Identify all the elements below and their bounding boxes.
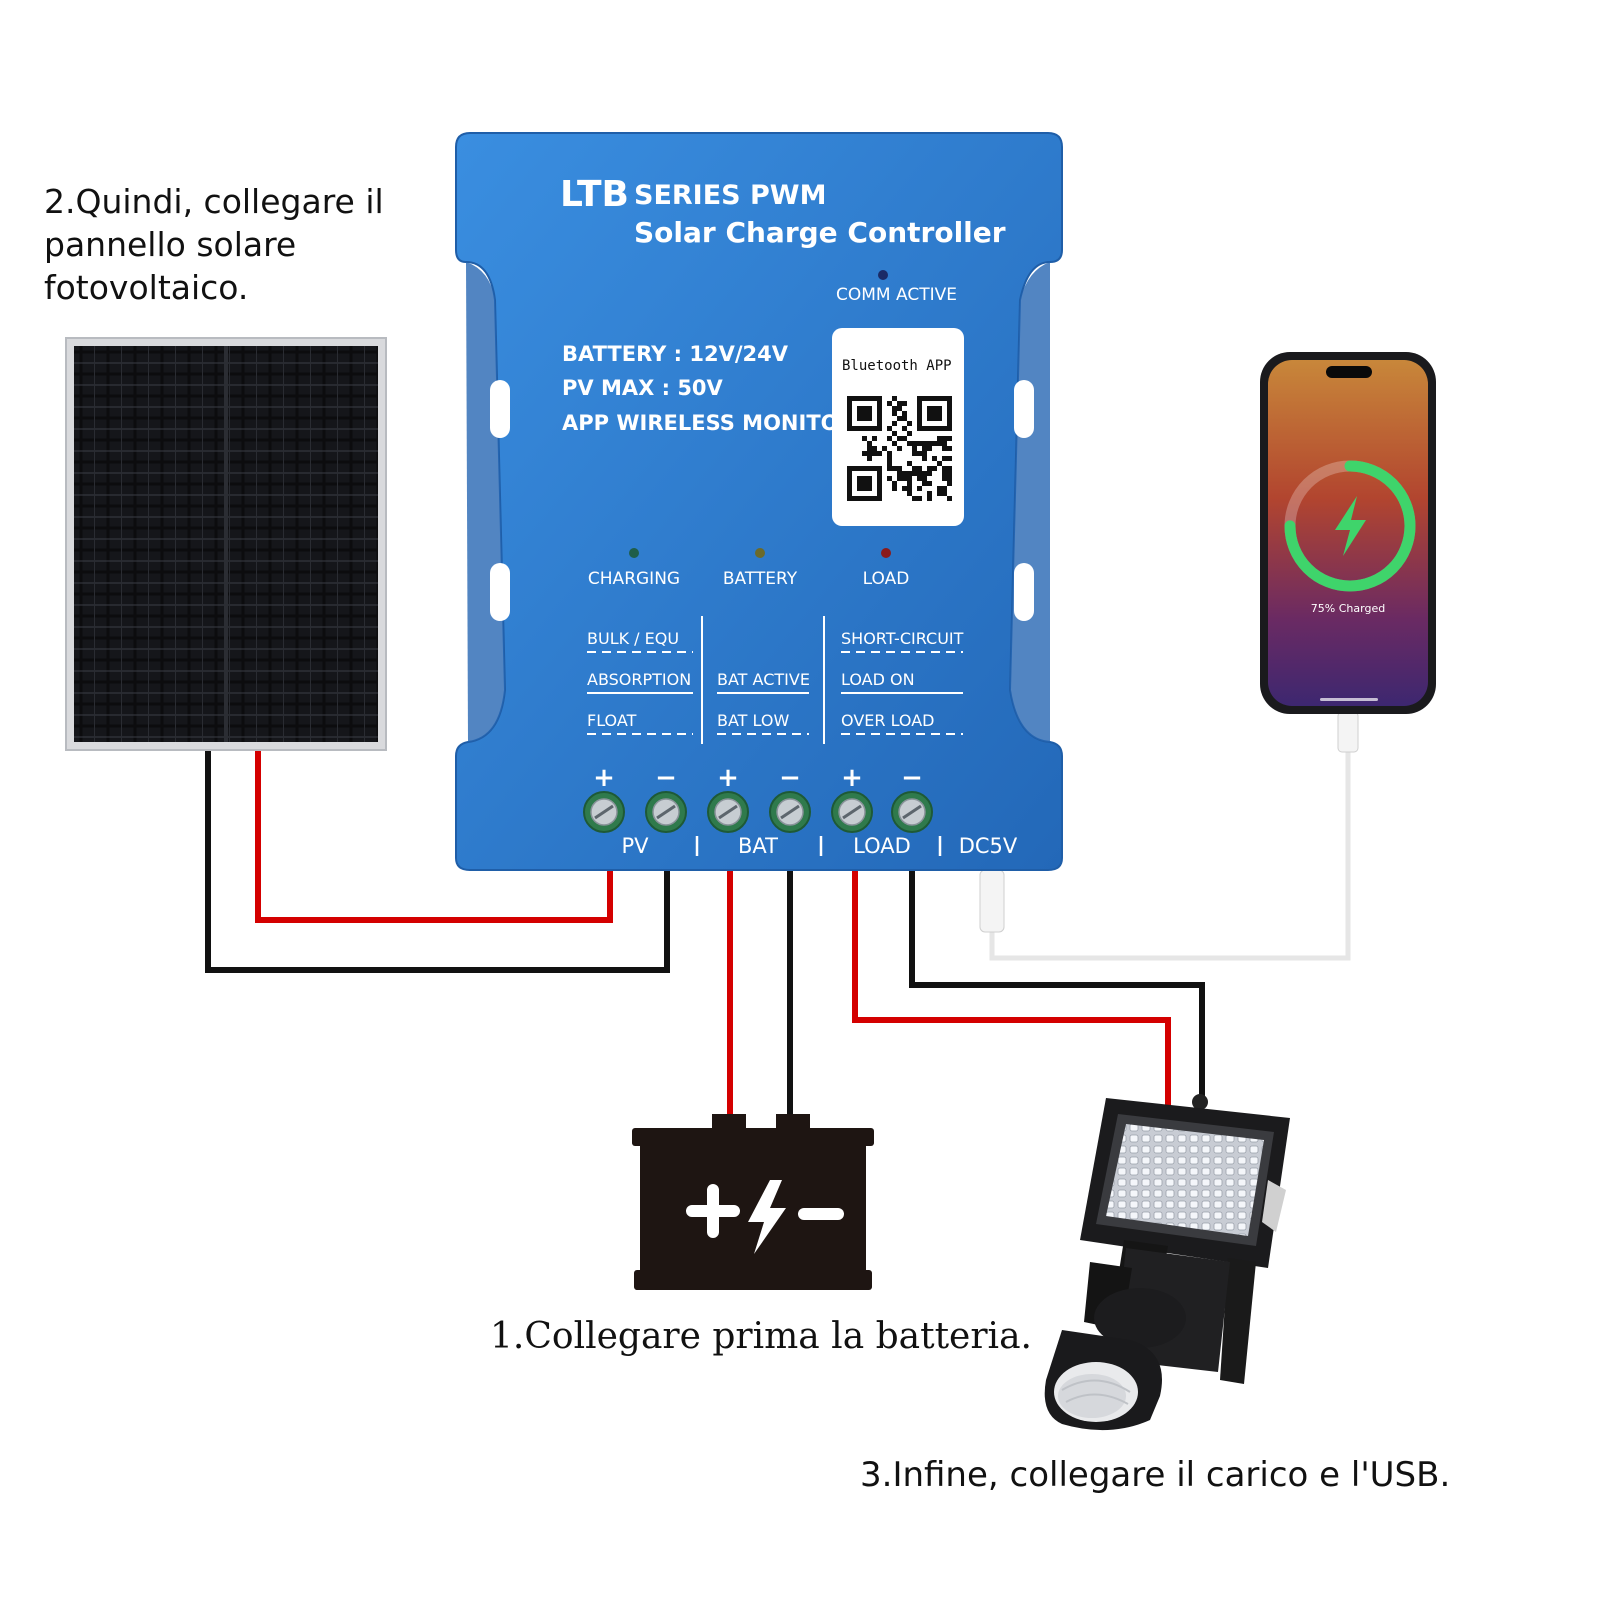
- status-label: LOAD ON: [841, 670, 915, 689]
- terminal-group-label: PV: [621, 834, 649, 858]
- indicator-leds: CHARGING BATTERY LOAD: [588, 548, 909, 589]
- home-indicator: [1320, 698, 1378, 701]
- terminal-sign: −: [655, 763, 677, 793]
- pv-positive-wire: [255, 750, 613, 923]
- terminal-sign: −: [901, 763, 923, 793]
- indicator-label: LOAD: [863, 569, 910, 589]
- status-label: SHORT-CIRCUIT: [841, 629, 964, 648]
- charge-bolt-icon: [1335, 496, 1366, 556]
- spec-app: APP WIRELESS MONITOR: [562, 411, 855, 435]
- status-label: ABSORPTION: [587, 670, 691, 689]
- qr-code: [845, 394, 954, 503]
- terminal-group-label: DC5V: [959, 834, 1018, 858]
- mount-slot-left-top: [490, 380, 510, 438]
- phone-notch: [1326, 366, 1372, 378]
- load-negative-wire: [909, 868, 1205, 1100]
- battery: [632, 1114, 874, 1290]
- terminal-sign: −: [779, 763, 801, 793]
- mount-slot-right-top: [1014, 380, 1034, 438]
- floodlight-with-motion-sensor: [1044, 1094, 1290, 1431]
- mount-slot-right-bottom: [1014, 563, 1034, 621]
- mount-slot-left-bottom: [490, 563, 510, 621]
- indicator-label: BATTERY: [723, 569, 798, 589]
- terminal-sign: +: [841, 763, 863, 793]
- brand-label: LTB: [560, 174, 629, 215]
- terminal-group-label: LOAD: [853, 834, 911, 858]
- terminal-sign: +: [593, 763, 615, 793]
- load-positive-wire: [852, 868, 1171, 1112]
- battery-plus-icon: [686, 1184, 740, 1238]
- status-label: BAT LOW: [717, 711, 789, 730]
- indicator-led: [881, 548, 891, 558]
- step1-caption: 1.Collegare prima la batteria.: [490, 1316, 1032, 1357]
- indicator-label: CHARGING: [588, 569, 680, 589]
- status-label: BAT ACTIVE: [717, 670, 810, 689]
- battery-bolt-icon: [748, 1180, 786, 1254]
- usb-plug-phone: [1337, 711, 1359, 753]
- usb-plug-controller: [979, 869, 1005, 933]
- charge-controller: LTB SERIES PWM Solar Charge Controller C…: [455, 132, 1063, 871]
- status-panel: BULK / EQU ABSORPTION FLOAT BAT ACTIVE BAT L…: [587, 616, 964, 744]
- smartphone: 75% Charged: [1260, 352, 1436, 714]
- charge-ring: [1284, 460, 1416, 592]
- step3-caption: 3.Infine, collegare il carico e l'USB.: [860, 1455, 1451, 1495]
- step2-caption: 2.Quindi, collegare il pannello solare f…: [44, 182, 384, 307]
- status-label: OVER LOAD: [841, 711, 935, 730]
- indicator-led: [629, 548, 639, 558]
- status-label: FLOAT: [587, 711, 637, 730]
- usb-cable: [989, 740, 1351, 961]
- comm-active-label: COMM ACTIVE: [836, 285, 957, 305]
- pv-negative-wire: [205, 750, 670, 973]
- product-label: Solar Charge Controller: [634, 216, 1006, 249]
- series-label: SERIES PWM: [634, 180, 826, 211]
- charge-text: 75% Charged: [1311, 602, 1385, 615]
- solar-panel: [65, 337, 387, 751]
- indicator-led: [755, 548, 765, 558]
- status-label: BULK / EQU: [587, 629, 679, 648]
- spec-pv-max: PV MAX : 50V: [562, 376, 724, 400]
- terminal-sign: +: [717, 763, 739, 793]
- qr-label: Bluetooth APP: [842, 358, 952, 374]
- spec-battery: BATTERY : 12V/24V: [562, 342, 789, 366]
- terminal-group-label: BAT: [738, 834, 778, 858]
- bluetooth-qr-card: Bluetooth APP: [832, 328, 964, 526]
- terminal-block: + − + − + − PV BAT LOAD DC5V: [583, 763, 1018, 858]
- comm-active-led: [878, 270, 888, 280]
